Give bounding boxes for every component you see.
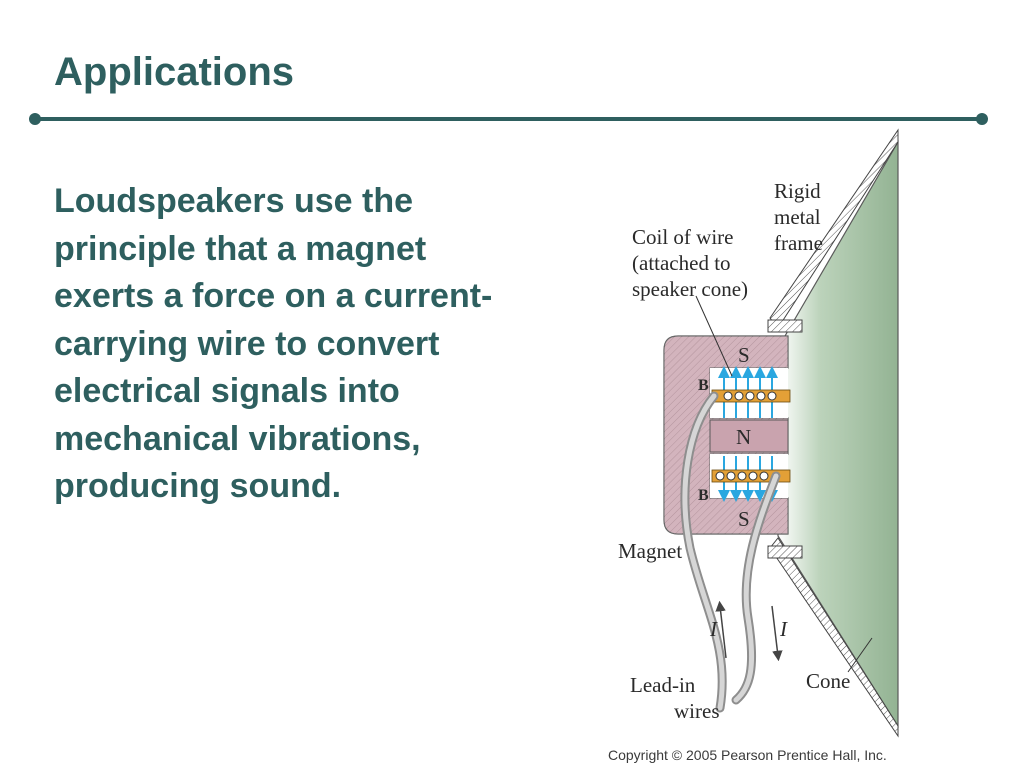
frame-label: Rigid metal frame: [774, 179, 826, 255]
current-arrow-down: [771, 605, 783, 662]
coil-label-line-3: speaker cone): [632, 277, 748, 301]
pole-label-top: S: [738, 343, 750, 367]
b-field-label-bottom: B: [698, 487, 709, 504]
loudspeaker-diagram: S N S B B I I Rigid metal frame Coil of …: [618, 128, 899, 738]
cone-label: Cone: [806, 669, 850, 693]
coil-label-line-2: (attached to: [632, 251, 731, 275]
divider-left-dot: [29, 113, 41, 125]
lead-in-label: Lead-in wires: [630, 673, 720, 723]
body-text: Loudspeakers use the principle that a ma…: [54, 182, 493, 505]
lead-in-label-line-2: wires: [674, 699, 720, 723]
magnet-label: Magnet: [618, 539, 682, 563]
frame-label-line-3: frame: [774, 231, 823, 255]
coil-leader-line: [695, 295, 733, 377]
lead-in-label-line-1: Lead-in: [630, 673, 696, 697]
title-divider: [34, 117, 982, 121]
cone-leader-line: [847, 637, 873, 673]
metal-frame-lower: [769, 537, 899, 738]
divider-right-dot: [976, 113, 988, 125]
frame-mount-top: [767, 319, 803, 333]
current-arrow-up: [715, 600, 727, 659]
slide-title: Applications: [54, 50, 295, 94]
copyright-notice: Copyright © 2005 Pearson Prentice Hall, …: [608, 747, 887, 763]
frame-label-line-1: Rigid: [774, 179, 821, 203]
frame-mount-bottom: [767, 545, 803, 559]
magnet-center-pole: [709, 419, 789, 453]
coil-label-line-1: Coil of wire: [632, 225, 733, 249]
current-label-left: I: [709, 617, 718, 641]
b-field-label-top: B: [698, 377, 709, 394]
coil-label: Coil of wire (attached to speaker cone): [632, 225, 748, 301]
coil-top: [711, 389, 791, 403]
pole-label-bottom: S: [738, 507, 750, 531]
frame-label-line-2: metal: [774, 205, 821, 229]
current-label-right: I: [779, 617, 788, 641]
pole-label-middle: N: [736, 425, 751, 449]
